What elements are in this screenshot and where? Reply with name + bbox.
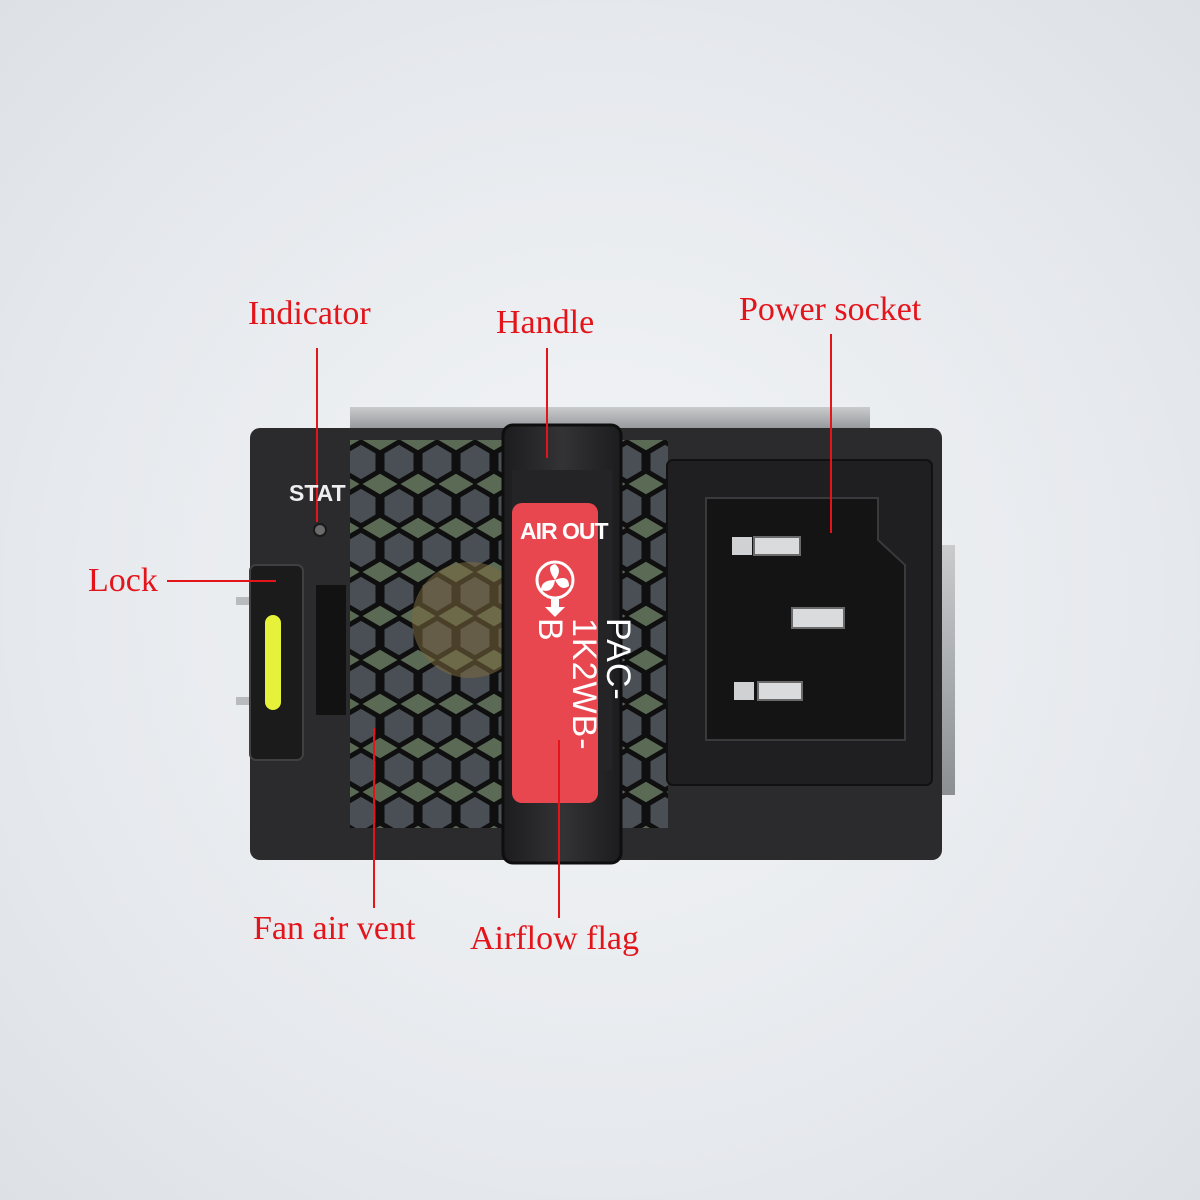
power-socket-callout: Power socket (739, 291, 922, 328)
indicator-led (313, 523, 327, 537)
lock-callout: Lock (88, 562, 158, 599)
lock-latch[interactable] (236, 564, 304, 761)
leader-lines (167, 334, 832, 918)
flag-model-line2: 1K2WB-B (531, 618, 603, 751)
fan-air-vent-callout: Fan air vent (253, 910, 416, 947)
flag-model-text: PAC- 1K2WB-B (531, 618, 637, 758)
lock-led-strip (265, 615, 281, 710)
airflow-flag-callout: Airflow flag (470, 920, 640, 957)
power-socket[interactable] (666, 459, 933, 786)
lock-slot (316, 585, 346, 715)
airflow-flag (512, 503, 598, 803)
handle-callout: Handle (496, 304, 595, 341)
flag-air-out-text: AIR OUT (520, 518, 609, 544)
fan-icon (535, 560, 575, 600)
indicator-callout: Indicator (248, 295, 371, 332)
stat-label: STAT (289, 480, 346, 506)
arrow-down-icon (545, 599, 565, 617)
flag-model-line1: PAC- (599, 618, 637, 701)
